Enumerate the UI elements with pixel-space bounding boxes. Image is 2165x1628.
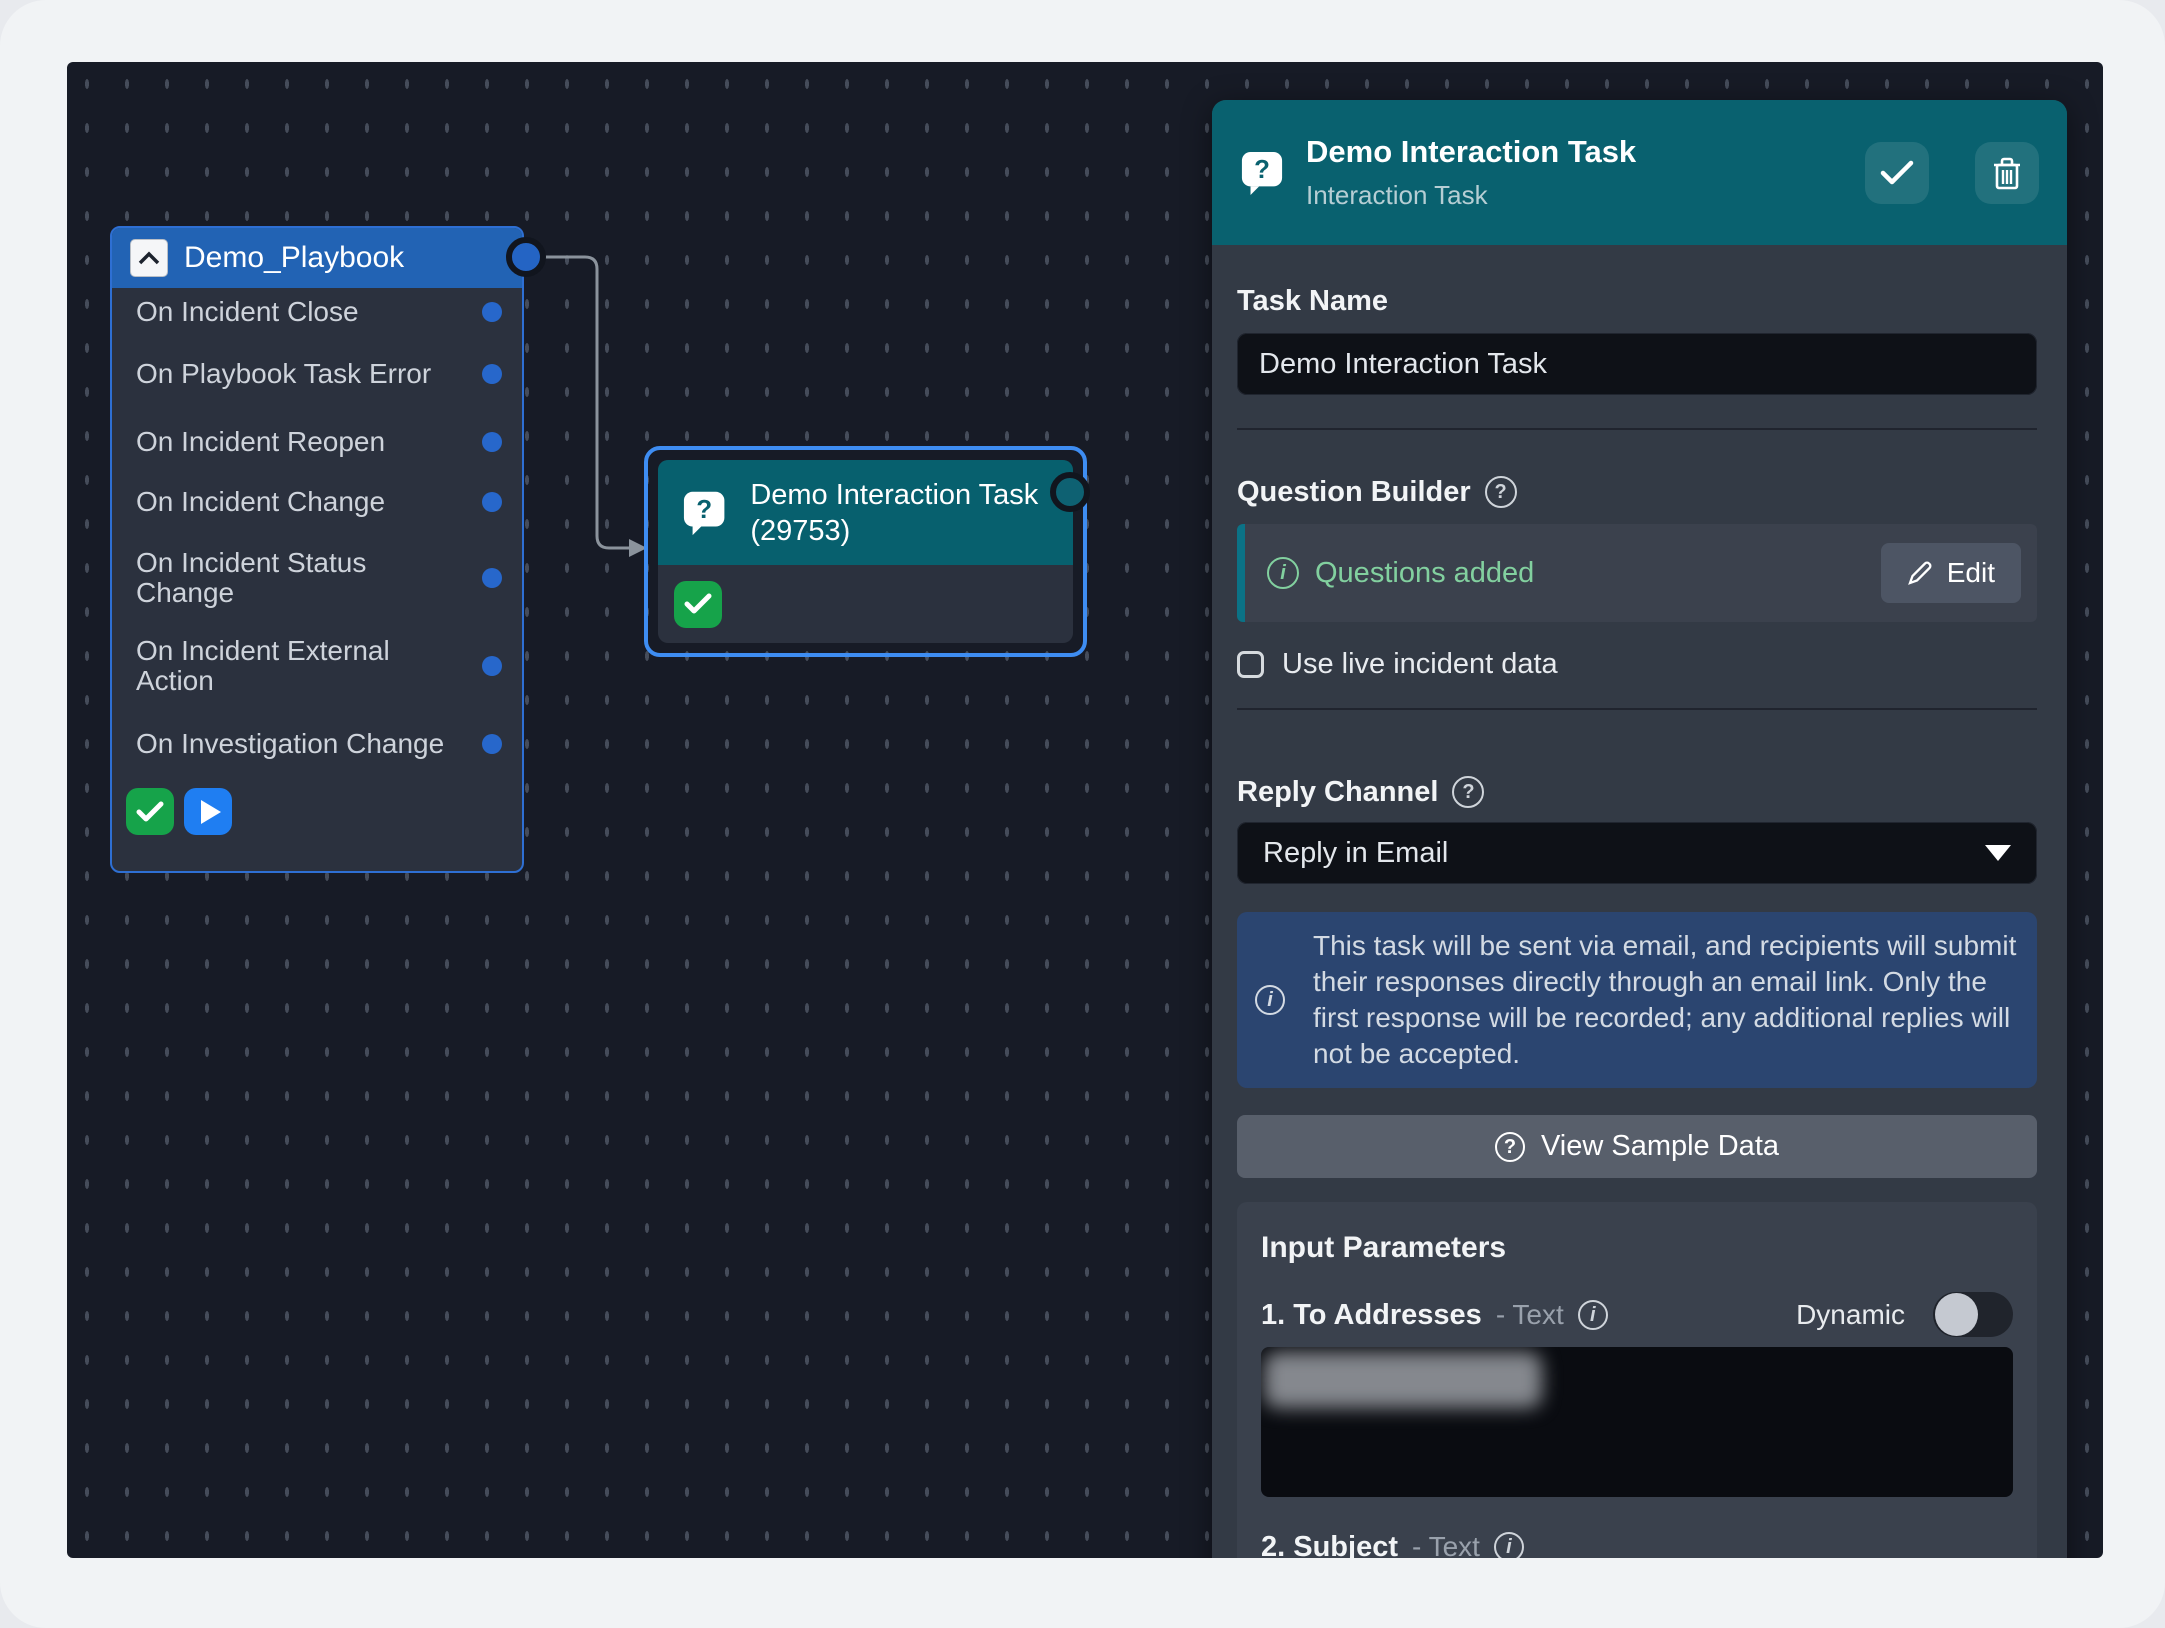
output-port-dot[interactable] <box>482 492 502 512</box>
chevron-down-icon <box>1985 845 2011 861</box>
param-row-to-addresses: 1. To Addresses - Text i Dynamic <box>1261 1292 2013 1337</box>
task-node-header[interactable]: ? Demo Interaction Task (29753) <box>658 460 1073 565</box>
task-complete-button[interactable] <box>674 580 722 628</box>
trigger-label: On Playbook Task Error <box>136 358 432 389</box>
interaction-task-node[interactable]: ? Demo Interaction Task (29753) <box>658 460 1073 643</box>
input-parameters-card: Input Parameters 1. To Addresses - Text … <box>1237 1202 2037 1558</box>
trigger-row: On Incident Close <box>136 297 502 327</box>
info-icon[interactable]: i <box>1493 1532 1524 1558</box>
toggle-knob <box>1935 1293 1978 1336</box>
dynamic-toggle[interactable] <box>1933 1292 2013 1337</box>
chevron-up-icon <box>138 251 160 265</box>
trigger-row: On Incident Status Change <box>136 548 502 608</box>
view-sample-data-button[interactable]: ? View Sample Data <box>1237 1115 2037 1178</box>
save-task-button[interactable] <box>1865 141 1929 204</box>
divider <box>1237 428 2037 430</box>
info-icon[interactable]: i <box>1577 1299 1608 1330</box>
play-icon <box>200 799 221 824</box>
reply-channel-select[interactable]: Reply in Email <box>1237 822 2037 884</box>
input-parameters-title: Input Parameters <box>1261 1231 1507 1264</box>
param-type: - Text <box>1412 1531 1480 1558</box>
email-info-text: This task will be sent via email, and re… <box>1313 930 2017 1069</box>
help-icon: ? <box>1494 1131 1525 1162</box>
trash-icon <box>1994 157 2020 189</box>
svg-text:?: ? <box>1254 155 1270 183</box>
output-port-dot[interactable] <box>482 656 502 676</box>
trigger-row: On Investigation Change <box>136 729 502 759</box>
output-port-dot[interactable] <box>482 302 502 322</box>
use-live-incident-row[interactable]: Use live incident data <box>1237 648 2037 681</box>
output-port-dot[interactable] <box>482 432 502 452</box>
use-live-incident-label: Use live incident data <box>1282 648 1558 680</box>
param-type: - Text <box>1495 1298 1564 1330</box>
reply-channel-label: Reply Channel <box>1237 776 1439 808</box>
playbook-canvas[interactable]: Demo_Playbook On Incident Close On Playb… <box>67 62 2103 1558</box>
panel-subtitle: Interaction Task <box>1306 180 1488 210</box>
task-output-port[interactable] <box>1050 472 1090 512</box>
panel-header: ? Demo Interaction Task Interaction Task <box>1212 100 2067 245</box>
email-info-banner: i This task will be sent via email, and … <box>1237 912 2037 1088</box>
edit-questions-button[interactable]: Edit <box>1880 543 2021 603</box>
trigger-label: On Incident External Action <box>136 635 390 696</box>
use-live-incident-checkbox[interactable] <box>1237 651 1264 678</box>
delete-task-button[interactable] <box>1975 141 2039 204</box>
task-node-title: Demo Interaction Task (29753) <box>750 478 1039 547</box>
check-icon <box>136 801 164 821</box>
divider <box>1237 708 2037 710</box>
run-playbook-button[interactable] <box>184 788 232 835</box>
param-name: 2. Subject <box>1261 1531 1398 1558</box>
output-port-dot[interactable] <box>482 364 502 384</box>
help-icon[interactable]: ? <box>1484 476 1517 508</box>
trigger-label: On Incident Close <box>136 296 359 327</box>
question-builder-status-box: i Questions added Edit <box>1237 524 2037 622</box>
task-name-label: Task Name <box>1237 285 1388 317</box>
edit-button-label: Edit <box>1946 557 1995 588</box>
info-icon: i <box>1255 985 1285 1015</box>
playbook-node-title: Demo_Playbook <box>184 241 405 274</box>
trigger-row: On Incident Reopen <box>136 427 502 457</box>
pencil-icon <box>1907 561 1932 585</box>
trigger-label: On Incident Status Change <box>136 547 367 608</box>
question-bubble-icon: ? <box>1241 151 1283 195</box>
question-bubble-icon: ? <box>683 491 725 535</box>
validate-playbook-button[interactable] <box>126 788 174 835</box>
view-sample-data-label: View Sample Data <box>1540 1130 1780 1162</box>
trigger-row: On Incident External Action <box>136 636 502 696</box>
check-icon <box>684 593 712 614</box>
task-config-panel: ? Demo Interaction Task Interaction Task <box>1212 100 2067 1558</box>
svg-text:?: ? <box>696 493 712 523</box>
redacted-email-text <box>1264 1352 1542 1408</box>
questions-status-text: Questions added <box>1315 556 1535 589</box>
help-icon[interactable]: ? <box>1452 776 1485 808</box>
trigger-row: On Playbook Task Error <box>136 359 502 389</box>
output-port-dot[interactable] <box>482 734 502 754</box>
collapse-node-button[interactable] <box>130 239 168 277</box>
info-icon: i <box>1267 557 1299 589</box>
output-port-dot[interactable] <box>482 568 502 588</box>
trigger-row: On Incident Change <box>136 487 502 517</box>
trigger-label: On Incident Reopen <box>136 426 386 457</box>
trigger-label: On Incident Change <box>136 486 386 517</box>
playbook-trigger-list: On Incident Close On Playbook Task Error… <box>112 288 522 835</box>
panel-title: Demo Interaction Task <box>1306 134 1637 169</box>
playbook-node[interactable]: Demo_Playbook On Incident Close On Playb… <box>110 226 524 873</box>
check-icon <box>1880 160 1914 184</box>
task-node-body <box>658 565 1073 643</box>
playbook-node-header[interactable]: Demo_Playbook <box>112 228 522 288</box>
question-builder-label: Question Builder <box>1237 476 1471 508</box>
dynamic-label: Dynamic <box>1796 1298 1905 1330</box>
param-row-subject: 2. Subject - Text i <box>1261 1529 2013 1558</box>
param-name: 1. To Addresses <box>1261 1298 1482 1331</box>
reply-channel-value: Reply in Email <box>1263 836 1449 869</box>
to-addresses-input[interactable] <box>1261 1347 2013 1497</box>
task-node-selection: ? Demo Interaction Task (29753) <box>644 446 1087 657</box>
trigger-label: On Investigation Change <box>136 728 445 759</box>
playbook-output-port[interactable] <box>506 237 546 277</box>
task-name-input[interactable] <box>1237 333 2037 395</box>
